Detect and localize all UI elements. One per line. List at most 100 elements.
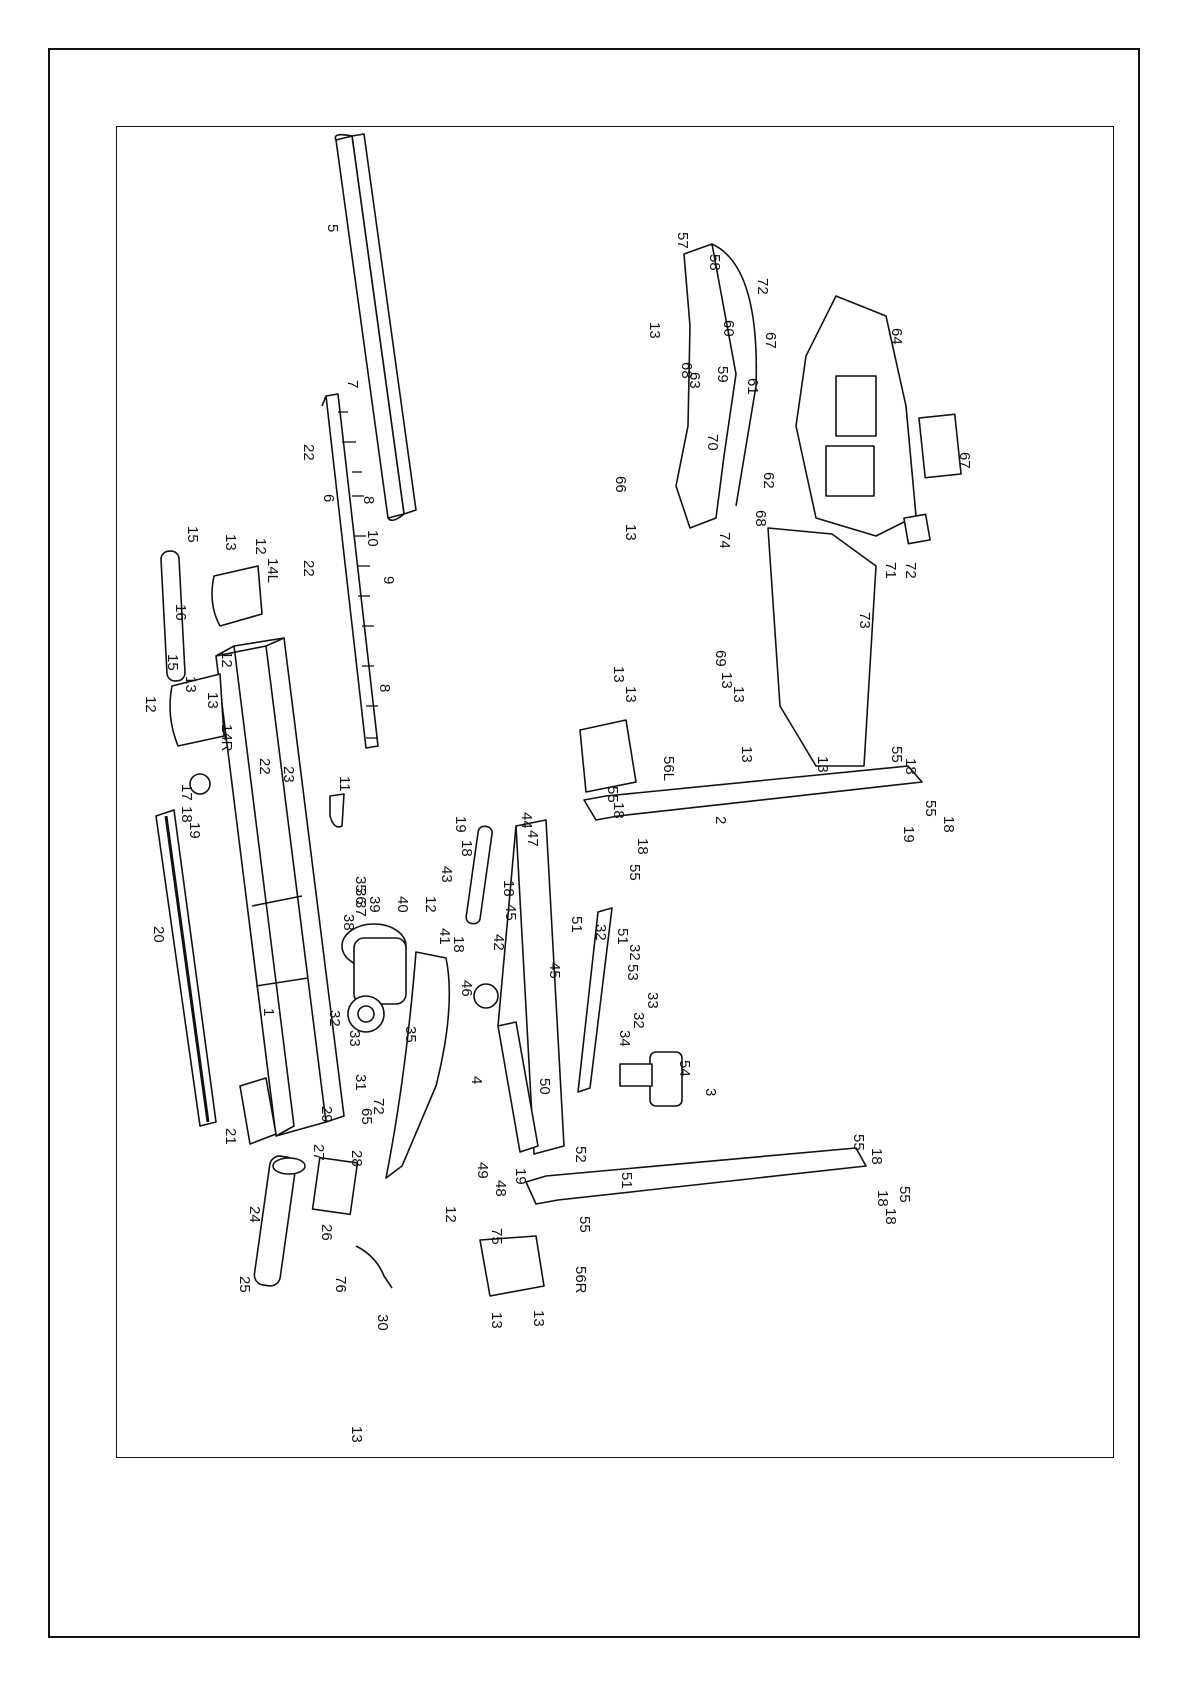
part-callout-label: 55 bbox=[896, 1186, 913, 1203]
part-callout-label: 35 bbox=[402, 1026, 419, 1043]
part-callout-label: 1 bbox=[260, 1008, 277, 1016]
part-callout-label: 15 bbox=[184, 526, 201, 543]
part-callout-label: 18 bbox=[458, 840, 475, 857]
part-callout-label: 61 bbox=[744, 378, 761, 395]
part-drive-motor bbox=[341, 923, 407, 1033]
part-callout-label: 24 bbox=[246, 1206, 263, 1223]
part-power-cord bbox=[355, 1245, 393, 1289]
part-callout-label: 44 bbox=[518, 812, 535, 829]
part-callout-label: 68 bbox=[752, 510, 769, 527]
part-callout-label: 12 bbox=[142, 696, 159, 713]
part-callout-label: 42 bbox=[490, 934, 507, 951]
part-callout-label: 39 bbox=[366, 896, 383, 913]
part-callout-label: 18 bbox=[610, 802, 627, 819]
part-callout-label: 13 bbox=[738, 746, 755, 763]
part-callout-label: 60 bbox=[720, 320, 737, 337]
part-callout-label: 21 bbox=[222, 1128, 239, 1145]
part-callout-label: 6 bbox=[320, 494, 337, 502]
part-side-cover-right bbox=[479, 1235, 545, 1297]
part-callout-label: 51 bbox=[618, 1172, 635, 1189]
part-callout-label: 69 bbox=[712, 650, 729, 667]
part-deck-plate bbox=[321, 393, 379, 749]
part-callout-label: 29 bbox=[318, 1106, 335, 1123]
part-side-cover-left bbox=[579, 719, 637, 793]
part-callout-label: 30 bbox=[374, 1314, 391, 1331]
exploded-parts-diagram: 572268109228111516151213131214L1214R1322… bbox=[142, 133, 973, 1443]
part-callout-label: 71 bbox=[882, 562, 899, 579]
part-callout-label: 15 bbox=[164, 654, 181, 671]
part-callout-label: 50 bbox=[536, 1078, 553, 1095]
part-callout-label: 67 bbox=[762, 332, 779, 349]
part-callout-label: 63 bbox=[686, 372, 703, 389]
part-callout-label: 49 bbox=[474, 1162, 491, 1179]
part-console-panel bbox=[795, 295, 917, 537]
part-callout-label: 33 bbox=[644, 992, 661, 1009]
part-callout-label: 13 bbox=[348, 1426, 365, 1443]
part-callout-label: 55 bbox=[888, 746, 905, 763]
part-callout-label: 13 bbox=[718, 672, 735, 689]
part-callout-label: 32 bbox=[326, 1010, 343, 1027]
part-callout-label: 18 bbox=[940, 816, 957, 833]
part-callout-label: 13 bbox=[530, 1310, 547, 1327]
part-callout-label: 16 bbox=[172, 604, 189, 621]
part-control-board bbox=[311, 1156, 359, 1216]
part-upright-left bbox=[525, 1147, 867, 1205]
part-callout-label: 27 bbox=[310, 1144, 327, 1161]
part-rear-roller bbox=[253, 1155, 306, 1287]
part-callout-label: 13 bbox=[182, 676, 199, 693]
part-deck-board bbox=[334, 133, 417, 522]
part-callout-label: 74 bbox=[716, 532, 733, 549]
part-callout-label: 2 bbox=[712, 816, 729, 824]
part-display-window bbox=[918, 413, 962, 479]
part-belt-guard bbox=[329, 793, 345, 828]
part-console-handlebar bbox=[675, 243, 758, 529]
part-callout-label: 45 bbox=[502, 904, 519, 921]
part-lift-actuator bbox=[465, 825, 493, 925]
part-callout-label: 68 bbox=[678, 362, 695, 379]
part-callout-label: 17 bbox=[178, 784, 195, 801]
part-callout-label: 18 bbox=[500, 880, 517, 897]
part-callout-label: 5 bbox=[324, 224, 341, 232]
part-callout-label: 10 bbox=[364, 530, 381, 547]
part-callout-label: 20 bbox=[150, 926, 167, 943]
part-callout-label: 56R bbox=[572, 1266, 589, 1294]
part-callout-label: 45 bbox=[546, 962, 563, 979]
part-callout-label: 32 bbox=[626, 944, 643, 961]
part-callout-label: 35 bbox=[352, 876, 369, 893]
part-callout-label: 55 bbox=[922, 800, 939, 817]
part-callout-label: 72 bbox=[902, 562, 919, 579]
part-callout-label: 14L bbox=[264, 558, 281, 583]
part-callout-label: 65 bbox=[358, 1108, 375, 1125]
part-callout-label: 19 bbox=[512, 1168, 529, 1185]
part-callout-label: 51 bbox=[568, 916, 585, 933]
part-callout-label: 32 bbox=[630, 1012, 647, 1029]
part-console-back-cover bbox=[767, 527, 877, 767]
part-callout-label: 13 bbox=[622, 524, 639, 541]
part-callout-label: 36 bbox=[352, 888, 369, 905]
part-callout-label: 22 bbox=[256, 758, 273, 775]
part-frame-cap-right bbox=[169, 673, 225, 747]
part-callout-label: 70 bbox=[704, 434, 721, 451]
part-callout-label: 55 bbox=[604, 786, 621, 803]
part-callout-label: 18 bbox=[882, 1208, 899, 1225]
part-callout-label: 12 bbox=[252, 538, 269, 555]
part-callout-label: 19 bbox=[186, 822, 203, 839]
part-callout-label: 14R bbox=[218, 724, 235, 752]
part-callout-label: 22 bbox=[300, 560, 317, 577]
part-callout-label: 12 bbox=[442, 1206, 459, 1223]
part-base-frame bbox=[497, 819, 565, 1155]
part-callout-label: 59 bbox=[714, 366, 731, 383]
part-incline-motor bbox=[619, 1051, 683, 1107]
part-callout-label: 19 bbox=[452, 816, 469, 833]
part-callout-label: 9 bbox=[380, 576, 397, 584]
part-motor-cover bbox=[385, 951, 451, 1179]
diagram-border bbox=[116, 126, 1114, 1458]
part-callout-label: 26 bbox=[318, 1224, 335, 1241]
part-callout-label: 38 bbox=[340, 914, 357, 931]
part-pulley bbox=[189, 773, 211, 795]
part-callout-label: 62 bbox=[760, 472, 777, 489]
part-callout-label: 52 bbox=[572, 1146, 589, 1163]
part-callout-label: 31 bbox=[352, 1074, 369, 1091]
part-base-wheel bbox=[473, 983, 499, 1009]
